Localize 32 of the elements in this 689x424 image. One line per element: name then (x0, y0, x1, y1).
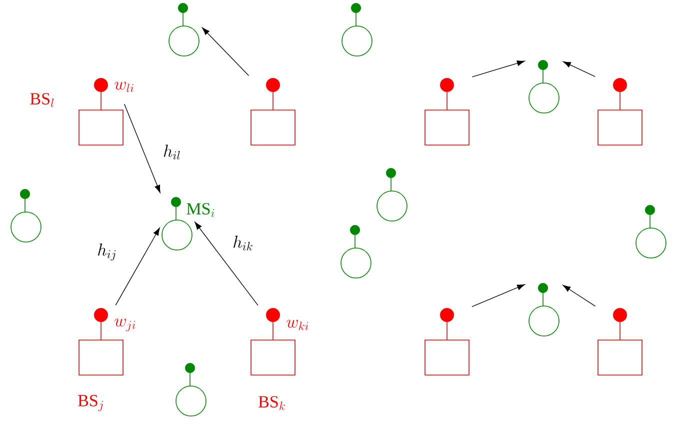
mobile-station-drawing (340, 225, 372, 278)
mobile-station-drawing (168, 3, 200, 56)
base-station-drawing (250, 78, 296, 146)
mobile-station-drawing (176, 363, 206, 416)
arrow (472, 60, 525, 78)
base-station-drawing (598, 308, 642, 376)
arrow (563, 61, 596, 77)
base-station-drawing (424, 78, 470, 146)
arrow (115, 228, 160, 306)
station-label: $\mathrm{BS}_{j}$ (78, 394, 104, 412)
arrow (562, 284, 596, 307)
arrow (472, 284, 525, 307)
station-label: $w_{ji}$ (114, 318, 136, 332)
edge-label: $h_{ij}$ (98, 244, 116, 261)
station-label: $w_{li}$ (114, 82, 134, 92)
arrow (194, 222, 258, 306)
station-label: $\mathrm{BS}_{k}$ (258, 396, 285, 410)
arrow (202, 27, 250, 76)
station-label: $\mathrm{BS}_{l}$ (30, 93, 54, 108)
mobile-station-drawing (528, 60, 560, 114)
mobile-station-drawing (342, 3, 372, 56)
base-station-drawing (424, 308, 470, 376)
mobile-station-drawing (376, 168, 408, 222)
mobile-station-drawing (636, 205, 666, 258)
station-label: $\mathrm{MS}_{i}$ (186, 203, 214, 218)
edge-label: $h_{ik}$ (234, 236, 252, 250)
station-label: $w_{ki}$ (286, 320, 308, 330)
arrow (124, 104, 160, 193)
mobile-station-drawing (528, 283, 560, 336)
edge-label: $h_{il}$ (164, 144, 180, 160)
base-station-drawing (598, 78, 642, 146)
mobile-station-drawing (10, 189, 42, 242)
